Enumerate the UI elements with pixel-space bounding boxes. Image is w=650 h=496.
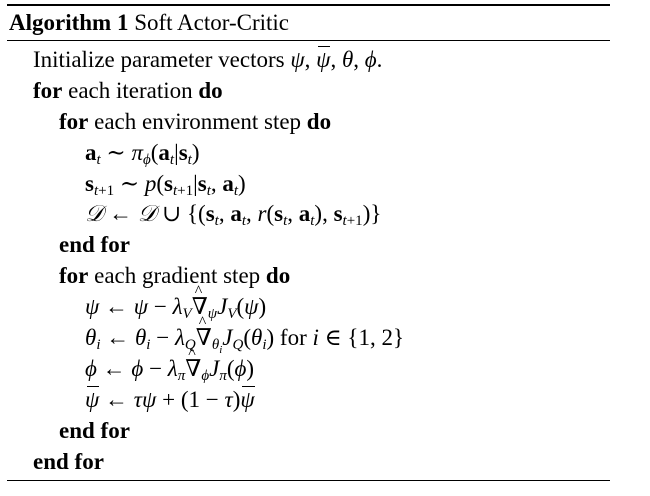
kw-for: for xyxy=(33,77,63,103)
line-psi-update: ψ ← ψ − λV∇ψJV(ψ) xyxy=(7,277,610,323)
kw-do: do xyxy=(306,108,332,134)
theta-update-suffix: for xyxy=(279,325,307,351)
kw-do: do xyxy=(198,77,223,103)
init-params: ψ xyxy=(290,47,305,72)
line-grad-end-for: end for xyxy=(7,416,610,447)
kw-for: for xyxy=(59,108,89,134)
algorithm-label: Algorithm 1 xyxy=(9,10,129,35)
kw-for: for xyxy=(59,263,89,289)
algorithm-body: Initialize parameter vectors ψ, ψ, θ, ϕ.… xyxy=(7,41,610,480)
kw-end-for: end for xyxy=(33,448,104,474)
env-loop-text: each environment step xyxy=(94,108,302,134)
line-replay-buffer: 𝒟 ← 𝒟 ∪ {(st, at, r(st, at), st+1)} xyxy=(85,201,382,230)
kw-do: do xyxy=(265,263,291,289)
line-outer-end-for: end for xyxy=(7,447,610,478)
line-grad-for: for each gradient step do xyxy=(7,261,610,292)
bottom-rule xyxy=(7,480,610,482)
line-phi-update: ϕ ← ϕ − λπ∇ϕJπ(ϕ) xyxy=(7,339,610,385)
kw-end-for: end for xyxy=(59,232,130,258)
line-theta-update: θi ← θi − λQ∇θiJQ(θi) for i ∈ {1, 2} xyxy=(7,308,610,355)
grad-loop-text: each gradient step xyxy=(94,263,261,289)
line-env-end-for: end for xyxy=(7,230,610,261)
kw-end-for: end for xyxy=(59,417,130,443)
line-action-sample: at ∼ πϕ(at|st) xyxy=(85,139,200,168)
line-outer-for: for each iteration do xyxy=(7,76,610,107)
line-target-update: ψ ← τψ + (1 − τ)ψ xyxy=(7,385,610,416)
line-initialize: Initialize parameter vectors ψ, ψ, θ, ϕ. xyxy=(7,45,610,76)
outer-loop-text: each iteration xyxy=(68,77,193,103)
line-state-transition: st+1 ∼ p(st+1|st, at) xyxy=(85,170,246,199)
algorithm-box: Algorithm 1 Soft Actor-Critic Initialize… xyxy=(7,4,610,482)
psi-bar: ψ xyxy=(316,45,331,76)
init-text: Initialize parameter vectors xyxy=(33,47,285,72)
algorithm-title: Soft Actor-Critic xyxy=(134,10,289,35)
top-rule xyxy=(7,4,610,6)
algorithm-caption: Algorithm 1 Soft Actor-Critic xyxy=(7,6,610,40)
line-env-for: for each environment step do xyxy=(7,107,610,138)
caption-rule xyxy=(7,40,610,41)
